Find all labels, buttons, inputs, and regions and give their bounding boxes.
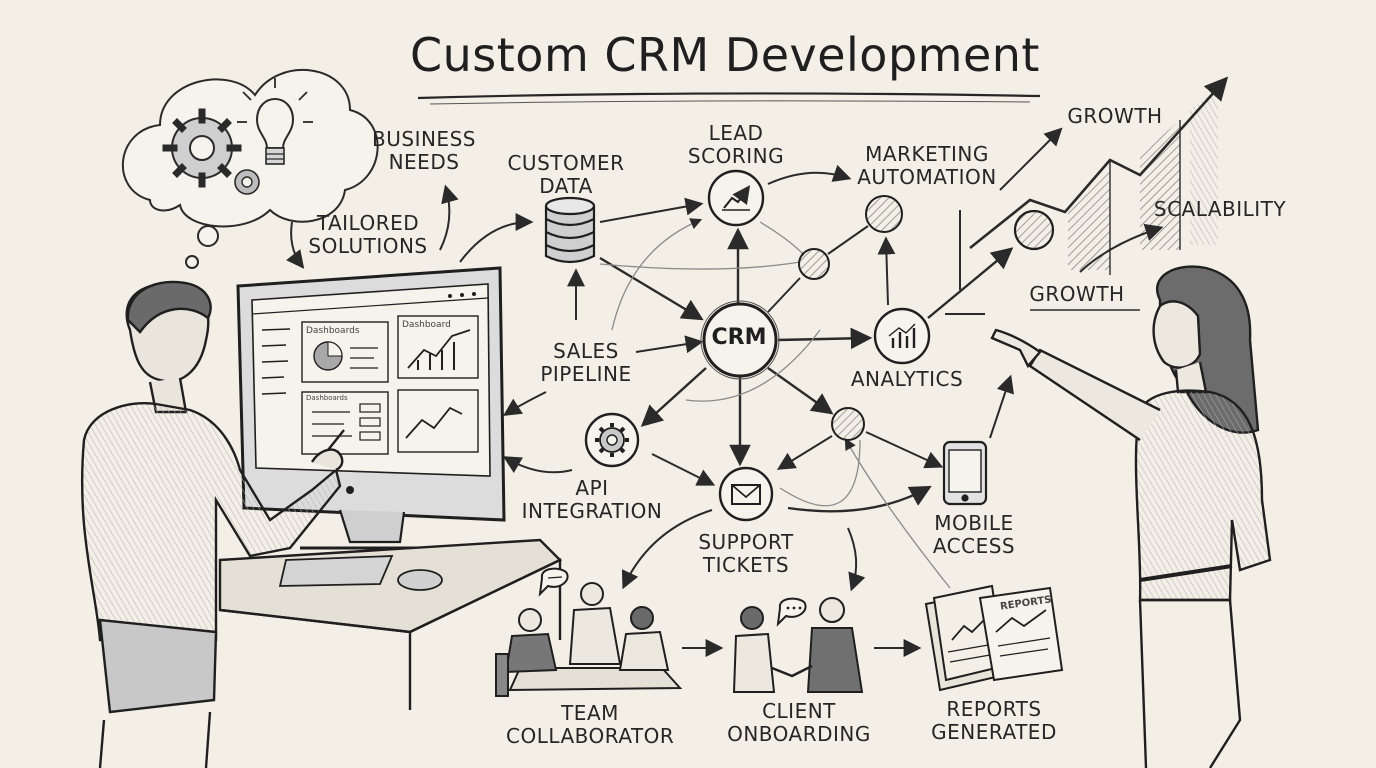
- gear-small-icon: [234, 169, 260, 195]
- computer-monitor: [236, 266, 506, 550]
- crm-hub: [702, 302, 778, 378]
- team-meeting-scene: [495, 567, 683, 697]
- man-figure: [80, 280, 345, 768]
- api-gear-icon: [584, 412, 640, 468]
- label-growth-mid: GROWTH: [1029, 282, 1125, 306]
- crm-label: CRM: [711, 325, 767, 350]
- node-growth: [1013, 209, 1055, 251]
- smartphone-icon: [942, 440, 988, 506]
- growth-chart: [945, 76, 1229, 315]
- reports-icon: [924, 584, 1064, 692]
- database-icon: [544, 196, 596, 264]
- label-growth-top: GROWTH: [1067, 104, 1163, 128]
- title-underline: [417, 92, 1041, 100]
- thought-cloud: [121, 69, 379, 269]
- node-lower: [831, 407, 865, 441]
- line-chart-icon: [707, 169, 765, 227]
- screen-panel-1-title: Dashboards: [306, 326, 360, 336]
- label-scalability: SCALABILITY: [1153, 197, 1287, 221]
- envelope-icon: [718, 466, 774, 522]
- arrows: [286, 127, 1164, 657]
- screen-panel-3-title: Dashboards: [306, 394, 348, 402]
- screen-panel-2-title: Dashboard: [402, 320, 451, 330]
- node-marketing: [865, 195, 903, 233]
- bar-chart-icon: [873, 307, 931, 365]
- desk: [218, 538, 563, 710]
- gear-icon: [162, 108, 242, 188]
- label-analytics: ANALYTICS: [850, 367, 964, 391]
- node-middle: [798, 248, 830, 280]
- client-onboarding-scene: [732, 597, 864, 693]
- woman-figure: [990, 265, 1272, 768]
- lightbulb-icon: [237, 78, 313, 165]
- page-title: Custom CRM Development: [410, 28, 1040, 82]
